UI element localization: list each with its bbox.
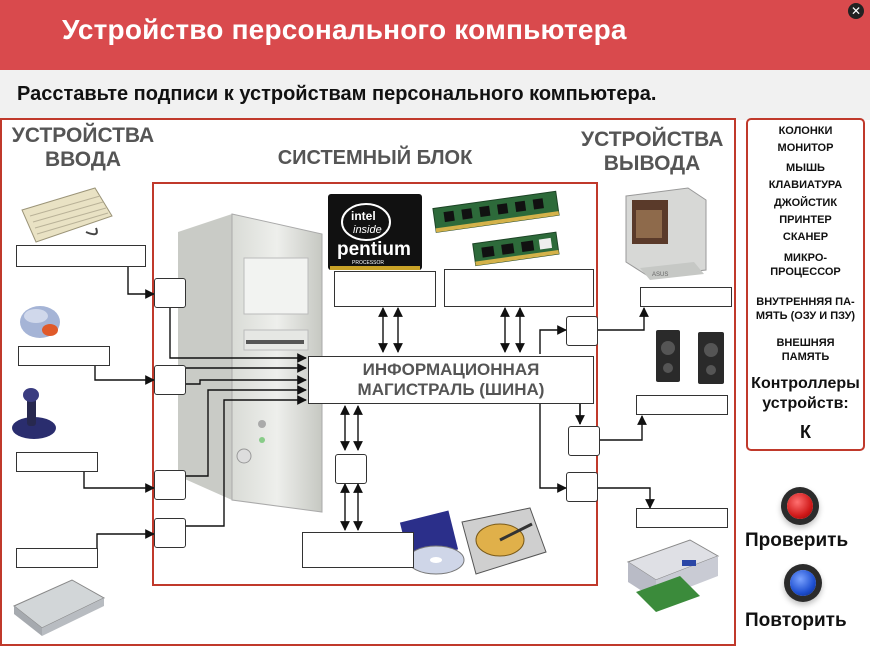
speakers-controller-slot[interactable]	[568, 426, 600, 456]
word-monitor[interactable]: МОНИТОР	[777, 142, 834, 154]
monitor-label-slot[interactable]	[640, 287, 732, 307]
joystick-label-slot[interactable]	[16, 452, 98, 472]
title-bar	[0, 0, 870, 70]
check-button-icon[interactable]	[787, 493, 813, 519]
keyboard-controller-slot[interactable]	[154, 278, 186, 308]
word-scanner[interactable]: СКАНЕР	[782, 231, 829, 243]
memory-label-slot[interactable]	[444, 269, 594, 307]
scanner-label-slot[interactable]	[16, 548, 98, 568]
instruction-bar	[0, 70, 870, 120]
instruction-text: Расставьте подписи к устройствам персона…	[17, 83, 657, 105]
word-speakers[interactable]: КОЛОНКИ	[778, 125, 833, 137]
speakers-label-slot[interactable]	[636, 395, 728, 415]
page-title: Устройство персонального компьютера	[62, 14, 627, 45]
system-unit-title: СИСТЕМНЫЙ БЛОК	[277, 147, 473, 169]
word-bank-panel	[746, 118, 865, 451]
controller-letter-k[interactable]: К	[800, 422, 811, 442]
joystick-controller-slot[interactable]	[154, 470, 186, 500]
external-memory-label-slot[interactable]	[302, 532, 414, 568]
keyboard-label-slot[interactable]	[16, 245, 146, 267]
retry-button-icon[interactable]	[790, 570, 816, 596]
monitor-controller-slot[interactable]	[566, 316, 598, 346]
scanner-controller-slot[interactable]	[154, 518, 186, 548]
retry-button[interactable]: Повторить	[745, 610, 847, 631]
cpu-label-slot[interactable]	[334, 271, 436, 307]
printer-label-slot[interactable]	[636, 508, 728, 528]
word-internal-memory[interactable]: ВНУТРЕННЯЯ ПА-МЯТЬ (ОЗУ И ПЗУ)	[755, 296, 856, 322]
printer-controller-slot[interactable]	[566, 472, 598, 502]
word-joystick[interactable]: ДЖОЙСТИК	[773, 197, 838, 209]
external-memory-controller-slot[interactable]	[335, 454, 367, 484]
mouse-controller-slot[interactable]	[154, 365, 186, 395]
close-icon[interactable]: ✕	[848, 3, 864, 19]
word-microprocessor[interactable]: МИКРО-ПРОЦЕССОР	[770, 252, 841, 278]
check-button[interactable]: Проверить	[745, 530, 849, 551]
word-printer[interactable]: ПРИНТЕР	[779, 214, 832, 226]
mouse-label-slot[interactable]	[18, 346, 110, 366]
word-keyboard[interactable]: КЛАВИАТУРА	[768, 179, 843, 191]
word-mouse[interactable]: МЫШЬ	[786, 162, 825, 174]
